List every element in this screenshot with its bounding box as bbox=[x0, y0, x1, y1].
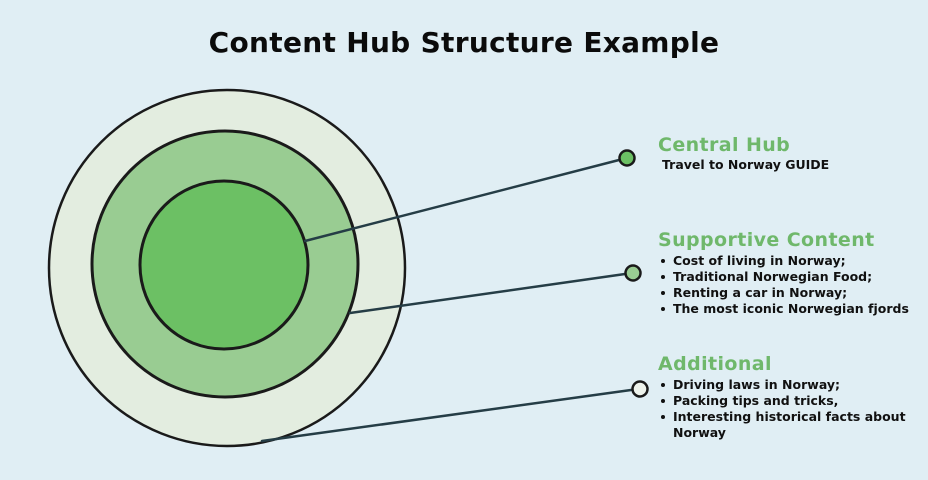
connector-additional bbox=[260, 388, 633, 443]
additional-heading: Additional bbox=[658, 353, 772, 375]
list-item: Driving laws in Norway; bbox=[658, 377, 921, 393]
inner-circle bbox=[138, 179, 310, 351]
marker-additional bbox=[631, 380, 649, 398]
additional-list: Driving laws in Norway; Packing tips and… bbox=[658, 377, 921, 441]
marker-supportive bbox=[624, 264, 642, 282]
supportive-content-list: Cost of living in Norway; Traditional No… bbox=[658, 253, 921, 317]
central-hub-text: Travel to Norway GUIDE bbox=[662, 157, 830, 172]
list-item: The most iconic Norwegian fjords bbox=[658, 301, 921, 317]
list-item: Traditional Norwegian Food; bbox=[658, 269, 921, 285]
list-item: Interesting historical facts about Norwa… bbox=[658, 409, 921, 441]
supportive-content-section: Supportive Content Cost of living in Nor… bbox=[658, 229, 921, 317]
central-hub-heading: Central Hub bbox=[658, 134, 791, 156]
list-item: Cost of living in Norway; bbox=[658, 253, 921, 269]
marker-central bbox=[618, 149, 636, 167]
central-hub-section: Central Hub Travel to Norway GUIDE bbox=[658, 134, 829, 172]
page-title: Content Hub Structure Example bbox=[208, 26, 720, 59]
connector-supportive bbox=[348, 272, 627, 315]
supportive-content-heading: Supportive Content bbox=[658, 229, 875, 251]
additional-section: Additional Driving laws in Norway; Packi… bbox=[658, 353, 921, 441]
connector-central bbox=[303, 158, 621, 243]
list-item: Packing tips and tricks, bbox=[658, 393, 921, 409]
list-item: Renting a car in Norway; bbox=[658, 285, 921, 301]
